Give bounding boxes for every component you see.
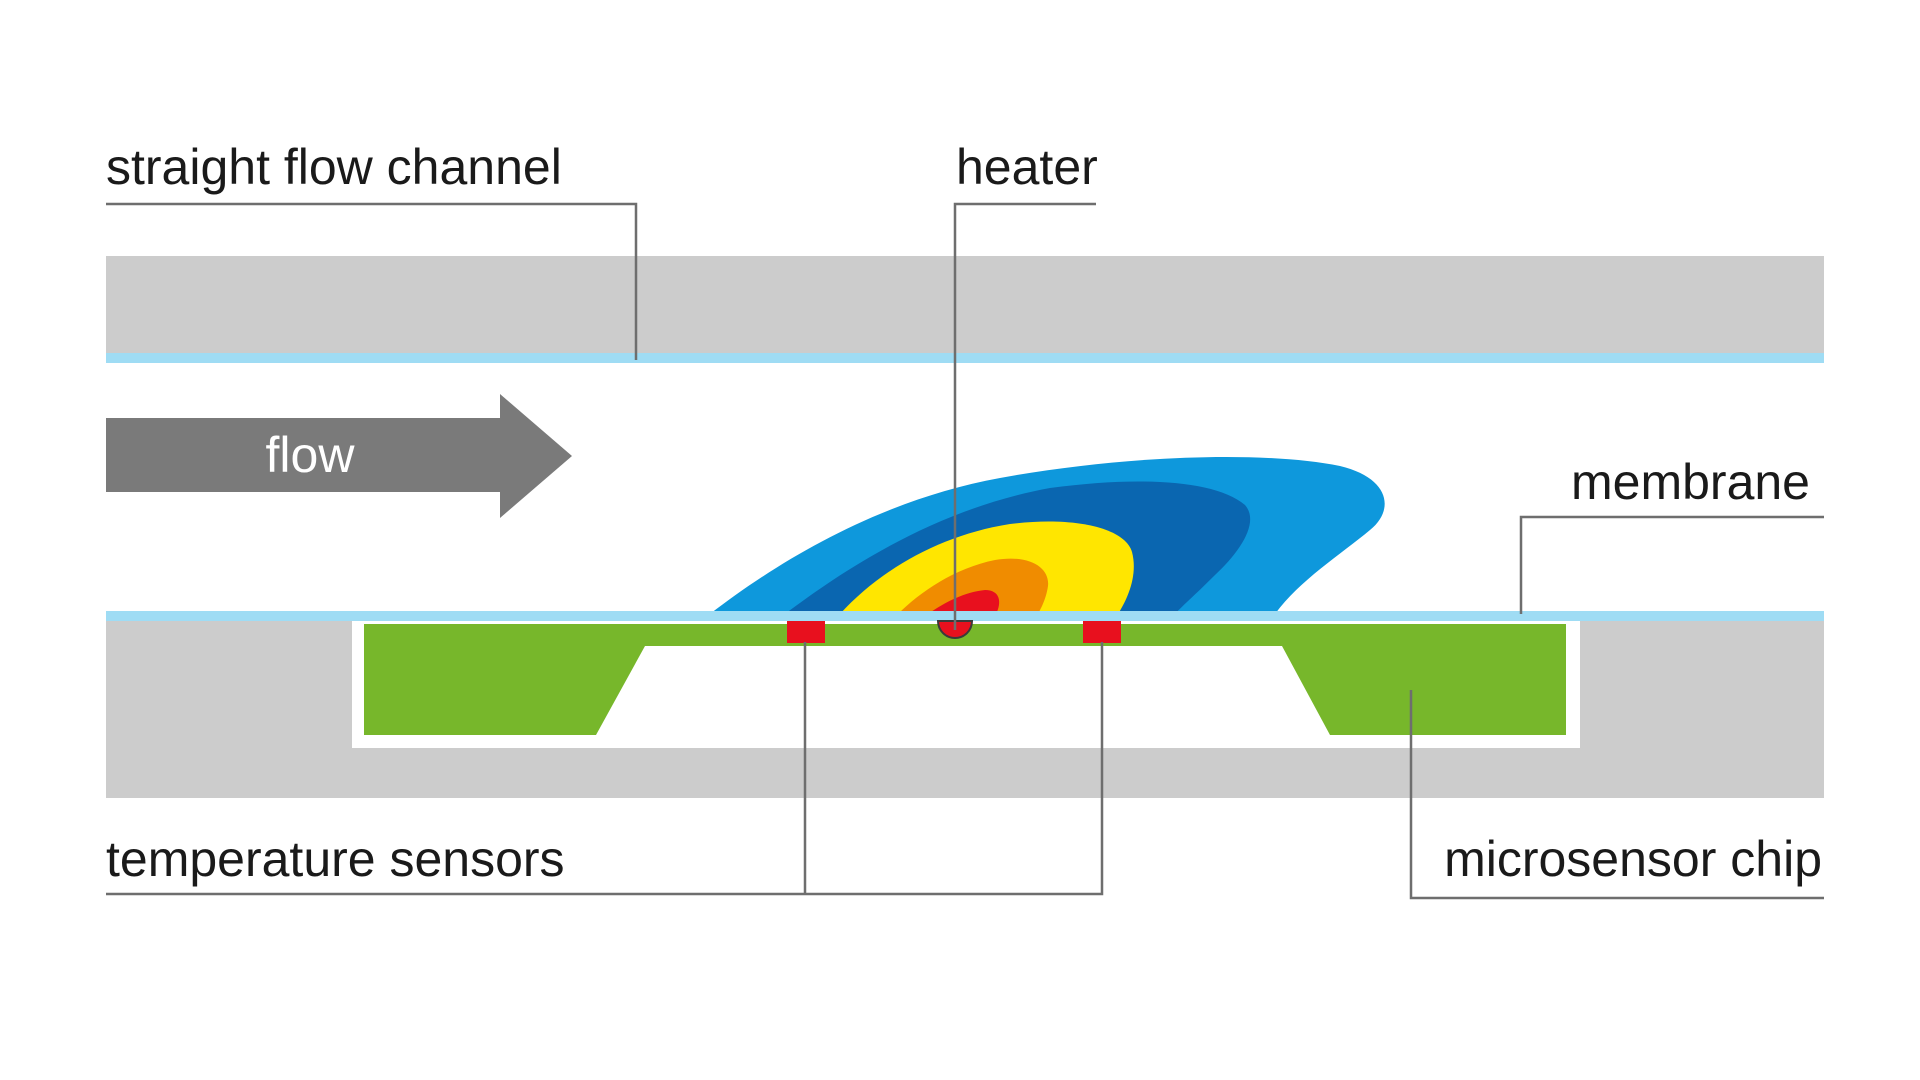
channel-label: straight flow channel xyxy=(106,139,562,195)
chip-leader-line xyxy=(1409,690,1824,900)
channel-leader-line xyxy=(106,202,638,360)
heat-contour-core xyxy=(928,590,1000,614)
membrane xyxy=(106,611,1824,621)
sensors-label: temperature sensors xyxy=(106,831,565,887)
heater-leader-line xyxy=(953,202,1096,630)
right-arrow-icon xyxy=(106,394,572,518)
upper-channel-wall xyxy=(106,256,1824,356)
flow-label: flow xyxy=(266,427,356,483)
membrane-leader-line xyxy=(1519,515,1824,614)
heat-contour-hot xyxy=(898,558,1049,614)
membrane-label: membrane xyxy=(1571,454,1810,510)
temperature-sensor-downstream xyxy=(1083,621,1121,643)
chip-label: microsensor chip xyxy=(1444,831,1822,887)
upper-wall-liner xyxy=(106,353,1824,363)
microsensor-chip xyxy=(364,624,1566,735)
temperature-sensor-upstream xyxy=(787,621,825,643)
heater-label: heater xyxy=(956,139,1098,195)
sensors-leader-line xyxy=(106,642,1104,896)
